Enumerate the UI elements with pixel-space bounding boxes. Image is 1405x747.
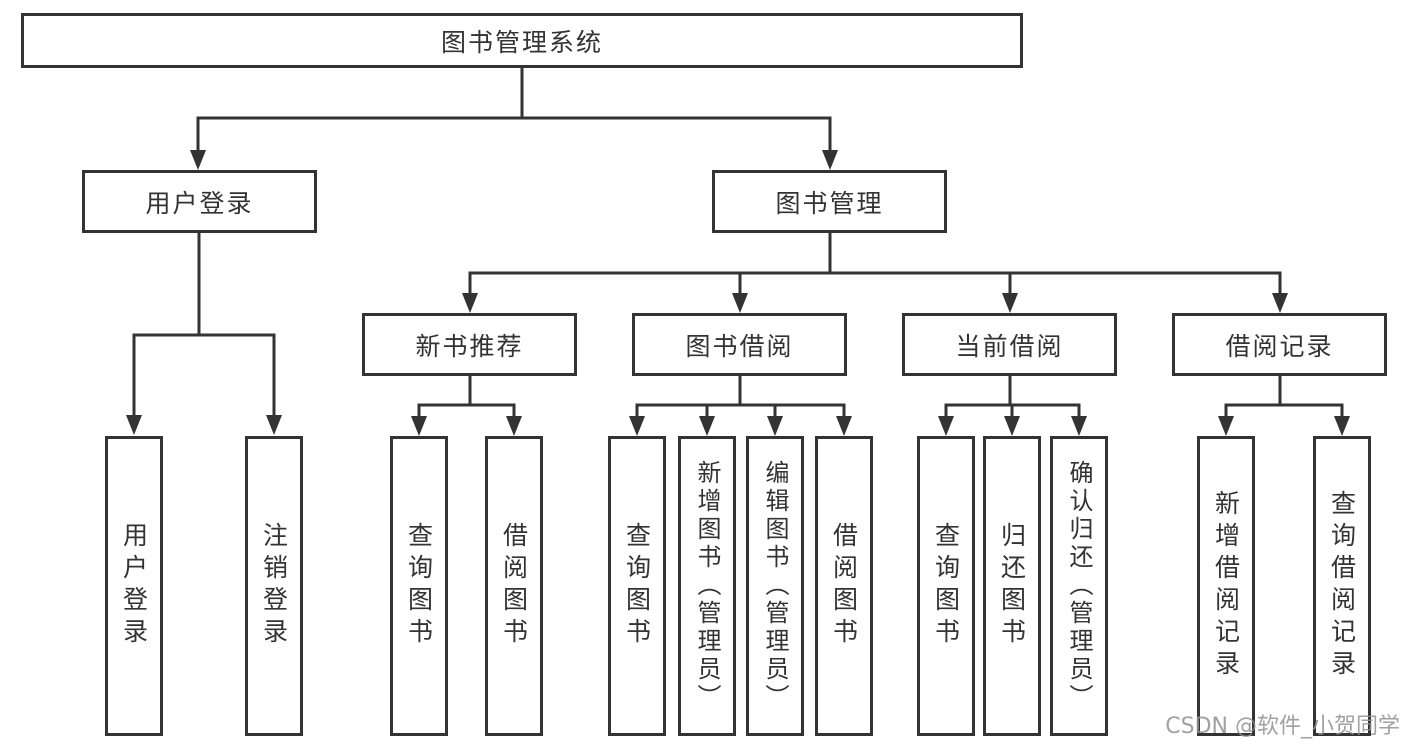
node-new-book-recommend: 新书推荐	[362, 313, 577, 376]
leaf-label: 新增图书（管理员）	[693, 460, 721, 712]
leaf-confirm-return-admin: 确认归还（管理员）	[1050, 436, 1108, 736]
leaf-label: 查询图书	[931, 522, 961, 650]
leaf-label: 借阅图书	[499, 522, 529, 650]
node-label: 用户登录	[145, 188, 254, 218]
leaf-borrow-books: 借阅图书	[815, 436, 873, 736]
node-library-management-system: 图书管理系统	[21, 13, 1023, 68]
leaf-label: 确认归还（管理员）	[1065, 460, 1093, 712]
leaf-add-books-admin: 新增图书（管理员）	[678, 436, 736, 736]
node-label: 图书管理	[775, 188, 884, 218]
leaf-label: 查询借阅记录	[1327, 490, 1357, 682]
node-current-borrowing: 当前借阅	[902, 313, 1117, 376]
leaf-label: 归还图书	[997, 522, 1027, 650]
leaf-label: 注销登录	[259, 522, 289, 650]
node-book-borrowing: 图书借阅	[632, 313, 847, 376]
leaf-query-books-current: 查询图书	[917, 436, 975, 736]
leaf-edit-books-admin: 编辑图书（管理员）	[746, 436, 804, 736]
leaf-borrow-books-recommend: 借阅图书	[485, 436, 543, 736]
leaf-query-borrow-record: 查询借阅记录	[1313, 436, 1371, 736]
leaf-add-borrow-record: 新增借阅记录	[1197, 436, 1255, 736]
leaf-logout: 注销登录	[245, 436, 303, 736]
leaf-label: 用户登录	[119, 522, 149, 650]
node-label: 图书管理系统	[440, 27, 603, 57]
leaf-label: 新增借阅记录	[1211, 490, 1241, 682]
node-label: 图书借阅	[685, 331, 794, 361]
leaf-query-books-recommend: 查询图书	[390, 436, 448, 736]
leaf-label: 查询图书	[404, 522, 434, 650]
node-borrowing-records: 借阅记录	[1172, 313, 1387, 376]
node-label: 借阅记录	[1225, 331, 1334, 361]
leaf-label: 编辑图书（管理员）	[761, 460, 789, 712]
leaf-label: 借阅图书	[829, 522, 859, 650]
node-label: 当前借阅	[955, 331, 1064, 361]
node-label: 新书推荐	[415, 331, 524, 361]
leaf-user-login: 用户登录	[105, 436, 163, 736]
leaf-query-books-borrow: 查询图书	[608, 436, 666, 736]
leaf-label: 查询图书	[622, 522, 652, 650]
node-book-management: 图书管理	[712, 170, 947, 233]
node-user-login: 用户登录	[82, 170, 317, 233]
leaf-return-books: 归还图书	[983, 436, 1041, 736]
csdn-watermark: CSDN @软件_小贺同学	[1165, 714, 1400, 739]
